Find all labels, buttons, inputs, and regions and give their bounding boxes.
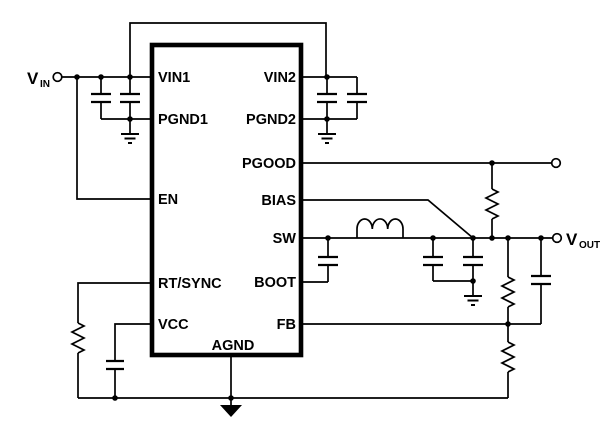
junction-dot [127, 116, 133, 122]
pin-label-vin2: VIN2 [264, 70, 296, 86]
junction-dot [74, 74, 80, 80]
ground-symbol-input-right [318, 133, 336, 144]
pin-label-en: EN [158, 192, 178, 208]
junction-dots [74, 74, 544, 401]
pgood-pullup-resistor [484, 188, 500, 220]
pin-label-bias: BIAS [261, 193, 296, 209]
terminals [52, 71, 563, 244]
junction-dot [325, 235, 331, 241]
junction-dot [489, 160, 495, 166]
resistors [70, 188, 516, 373]
junction-dot [430, 235, 436, 241]
boot-capacitor [318, 238, 338, 282]
vin-label: V [27, 69, 39, 88]
junction-dot [505, 235, 511, 241]
junction-dot [324, 116, 330, 122]
junction-dot [127, 74, 133, 80]
pin-label-vcc: VCC [158, 317, 189, 333]
vout-label: V [566, 230, 578, 249]
terminal-labels: V IN V OUT [27, 69, 600, 251]
junction-dot [324, 74, 330, 80]
pin-label-rtsync: RT/SYNC [158, 276, 222, 292]
ground-symbol-input-left [121, 133, 139, 144]
wire-en-to-vin [76, 77, 154, 200]
input-capacitor-1 [91, 77, 111, 119]
pin-label-sw: SW [273, 231, 297, 247]
junction-dot [112, 395, 118, 401]
pin-label-pgnd2: PGND2 [246, 112, 296, 128]
pin-label-boot: BOOT [254, 275, 296, 291]
feedforward-capacitor [531, 238, 551, 324]
ground-symbol-output [464, 295, 482, 306]
pin-label-vin1: VIN1 [158, 70, 190, 86]
ground-symbols [121, 133, 482, 306]
pgood-terminal [550, 157, 562, 169]
capacitors [91, 77, 551, 371]
vin-label-sub: IN [40, 79, 50, 90]
wire-vcc [114, 323, 154, 361]
input-capacitor-4 [347, 77, 367, 119]
wire-rtsync [77, 282, 154, 323]
ic-body [149, 42, 304, 358]
wire-top-jumper-vin1-vin2 [129, 22, 327, 77]
junction-dot [470, 278, 476, 284]
inductor [356, 218, 404, 238]
input-capacitor-2 [120, 77, 140, 119]
pin-label-pgood: PGOOD [242, 156, 296, 172]
junction-dot [470, 235, 476, 241]
junction-dot [98, 74, 104, 80]
vin-terminal [52, 71, 63, 83]
pin-labels: VIN1 PGND1 EN RT/SYNC VCC AGND VIN2 PGND… [158, 70, 296, 354]
pin-label-agnd: AGND [212, 338, 255, 354]
input-capacitor-3 [317, 77, 337, 119]
feedback-bottom-resistor [500, 341, 516, 373]
vout-terminal [551, 232, 563, 244]
junction-dot [228, 395, 234, 401]
vcc-capacitor [106, 359, 124, 371]
vout-label-sub: OUT [579, 240, 600, 251]
output-capacitor-2 [463, 238, 483, 281]
junction-dot [489, 235, 495, 241]
agnd-arrow-ground [220, 405, 242, 417]
wires [62, 22, 553, 405]
output-capacitor-1 [423, 238, 443, 281]
wire-bias-diagonal [301, 199, 474, 239]
junction-dot [538, 235, 544, 241]
rt-resistor [70, 322, 86, 354]
pin-label-pgnd1: PGND1 [158, 112, 208, 128]
junction-dot [505, 321, 511, 327]
pin-label-fb: FB [277, 317, 296, 333]
feedback-top-resistor [500, 276, 516, 308]
